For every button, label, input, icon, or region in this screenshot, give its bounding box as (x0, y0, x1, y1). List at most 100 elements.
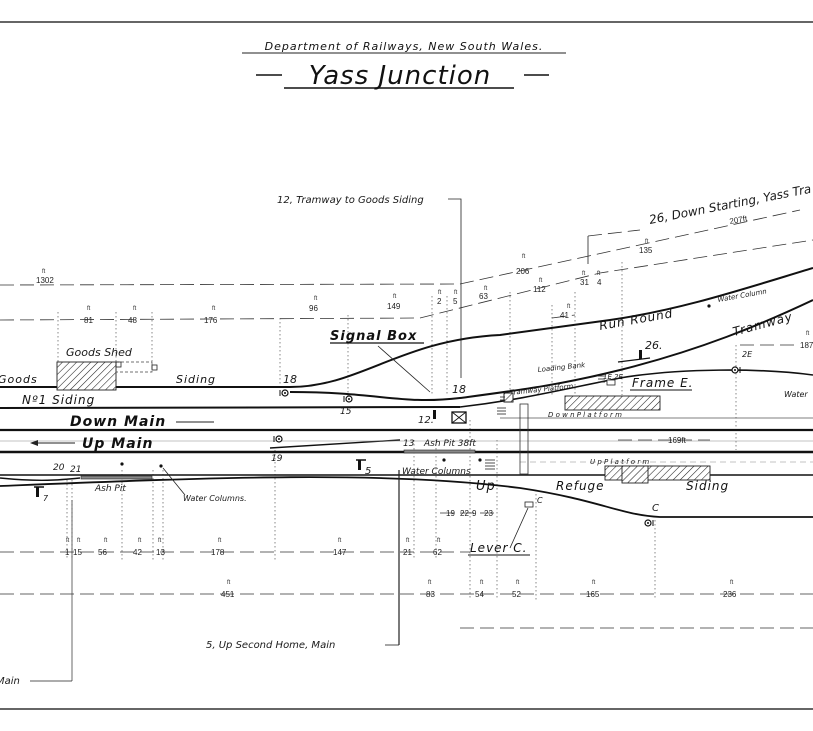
water-right-label: Water (784, 390, 808, 399)
callout-tramway-goods: 12, Tramway to Goods Siding (277, 195, 424, 206)
dim-56: 56 (98, 548, 107, 557)
signal-post-icon (639, 350, 642, 359)
svg-text:ft: ft (87, 306, 91, 312)
signal-19: 19 (271, 454, 283, 464)
dim-206: 206 (516, 267, 530, 276)
svg-text:ft: ft (104, 538, 108, 544)
dim-52: 52 (512, 590, 521, 599)
dim-2: 2 (437, 297, 442, 306)
dim-21: 21 (403, 548, 412, 557)
callout-left-main: Main (0, 676, 20, 687)
dim-22: 22 (460, 509, 469, 518)
track-siding-label: Siding (176, 373, 216, 386)
dim-63: 63 (479, 292, 488, 301)
page-title: Yass Junction (309, 61, 492, 91)
signal-icon (279, 389, 289, 397)
signal-icon (343, 395, 353, 403)
track-up-label: Up (476, 479, 496, 494)
svg-text:ft: ft (592, 580, 596, 586)
dim-147: 147 (333, 548, 347, 557)
track-refuge-label: Refuge (556, 479, 605, 493)
svg-text:ft: ft (645, 239, 649, 245)
dim-165: 165 (586, 590, 600, 599)
water-columns-left-label: Water Columns. (183, 494, 247, 503)
dim-169: 169ft (668, 436, 687, 445)
dim-81: 81 (84, 316, 93, 325)
dim-451: 451 (221, 590, 235, 599)
track-no1-siding-label: Nº1 Siding (22, 393, 95, 407)
signal-post-icon (358, 460, 361, 470)
dim-23: 23 (484, 509, 493, 518)
signal-7: 7 (43, 494, 49, 503)
track-run-round-label: Run Round (598, 306, 674, 333)
dim-4: 4 (597, 278, 602, 287)
dim-83: 83 (426, 590, 435, 599)
svg-text:ft: ft (428, 580, 432, 586)
dim-62: 62 (433, 548, 442, 557)
dim-9: 9 (472, 509, 477, 518)
svg-text:ft: ft (454, 290, 458, 296)
dim-5: 5 (453, 297, 458, 306)
callout-line (448, 198, 462, 378)
signal-icon (273, 435, 283, 443)
goods-shed-label: Goods Shed (66, 346, 133, 359)
track-lines (0, 267, 813, 518)
frame-e-label: Frame E. (632, 376, 693, 390)
svg-text:ft: ft (567, 304, 571, 310)
signal-20: 20 (53, 463, 65, 473)
dim-112: 112 (533, 285, 546, 294)
signal-post-icon (36, 487, 39, 497)
svg-text:ft: ft (66, 538, 70, 544)
dim-15: 15 (73, 548, 82, 557)
svg-text:ft: ft (227, 580, 231, 586)
dim-13: 13 (156, 548, 165, 557)
svg-text:ft: ft (516, 580, 520, 586)
signal-icon (644, 519, 654, 527)
dim-207: 207ft (729, 214, 749, 226)
loading-bank-label: Loading Bank (537, 361, 586, 374)
svg-text:ft: ft (393, 294, 397, 300)
svg-text:ft: ft (338, 538, 342, 544)
dim-236: 236 (723, 590, 737, 599)
track-goods-label: Goods (0, 373, 38, 386)
svg-text:ft: ft (218, 538, 222, 544)
svg-text:ft: ft (480, 580, 484, 586)
dim-149: 149 (387, 302, 401, 311)
track-down-main-label: Down Main (70, 414, 166, 430)
down-platform-building (564, 395, 661, 411)
track-up-main-label: Up Main (82, 436, 153, 452)
dim-48: 48 (128, 316, 137, 325)
svg-text:ft: ft (42, 269, 46, 275)
signal-icon (731, 366, 741, 374)
dim-176: 176 (204, 316, 218, 325)
signal-13: 13 (403, 439, 415, 449)
down-platform-label: D o w n P l a t f o r m (548, 411, 622, 419)
signal-box-label: Signal Box (330, 329, 417, 344)
track-tramway-label: Tramway (731, 309, 794, 338)
signal-21: 21 (70, 465, 81, 475)
up-platform-label: U p P l a t f o r m (590, 458, 649, 466)
svg-text:ft: ft (597, 271, 601, 277)
signal-c2: C (652, 503, 659, 514)
dim-line-upper (0, 239, 813, 321)
svg-text:ft: ft (158, 538, 162, 544)
ash-pit-centre (403, 449, 476, 454)
signal-c1: C (537, 496, 543, 505)
footbridge (519, 403, 529, 475)
ash-pit-left (80, 475, 153, 480)
signal-18a: 18 (283, 373, 297, 386)
svg-text:ft: ft (406, 538, 410, 544)
signal-12: 12. (418, 415, 434, 426)
lever-c-label: Lever C. (470, 541, 528, 555)
ash-pit-centre-label: Ash Pit 38ft (423, 439, 476, 449)
dim-42: 42 (133, 548, 142, 557)
svg-text:ft: ft (77, 538, 81, 544)
signal-26: 26. (645, 339, 663, 352)
signal-post-icon (433, 410, 436, 419)
svg-text:ft: ft (522, 254, 526, 260)
water-columns-centre-label: Water Columns (402, 467, 471, 477)
track-refuge-siding-label: Siding (686, 479, 729, 493)
dim-1302: 1302 (36, 276, 54, 285)
svg-text:ft: ft (138, 538, 142, 544)
